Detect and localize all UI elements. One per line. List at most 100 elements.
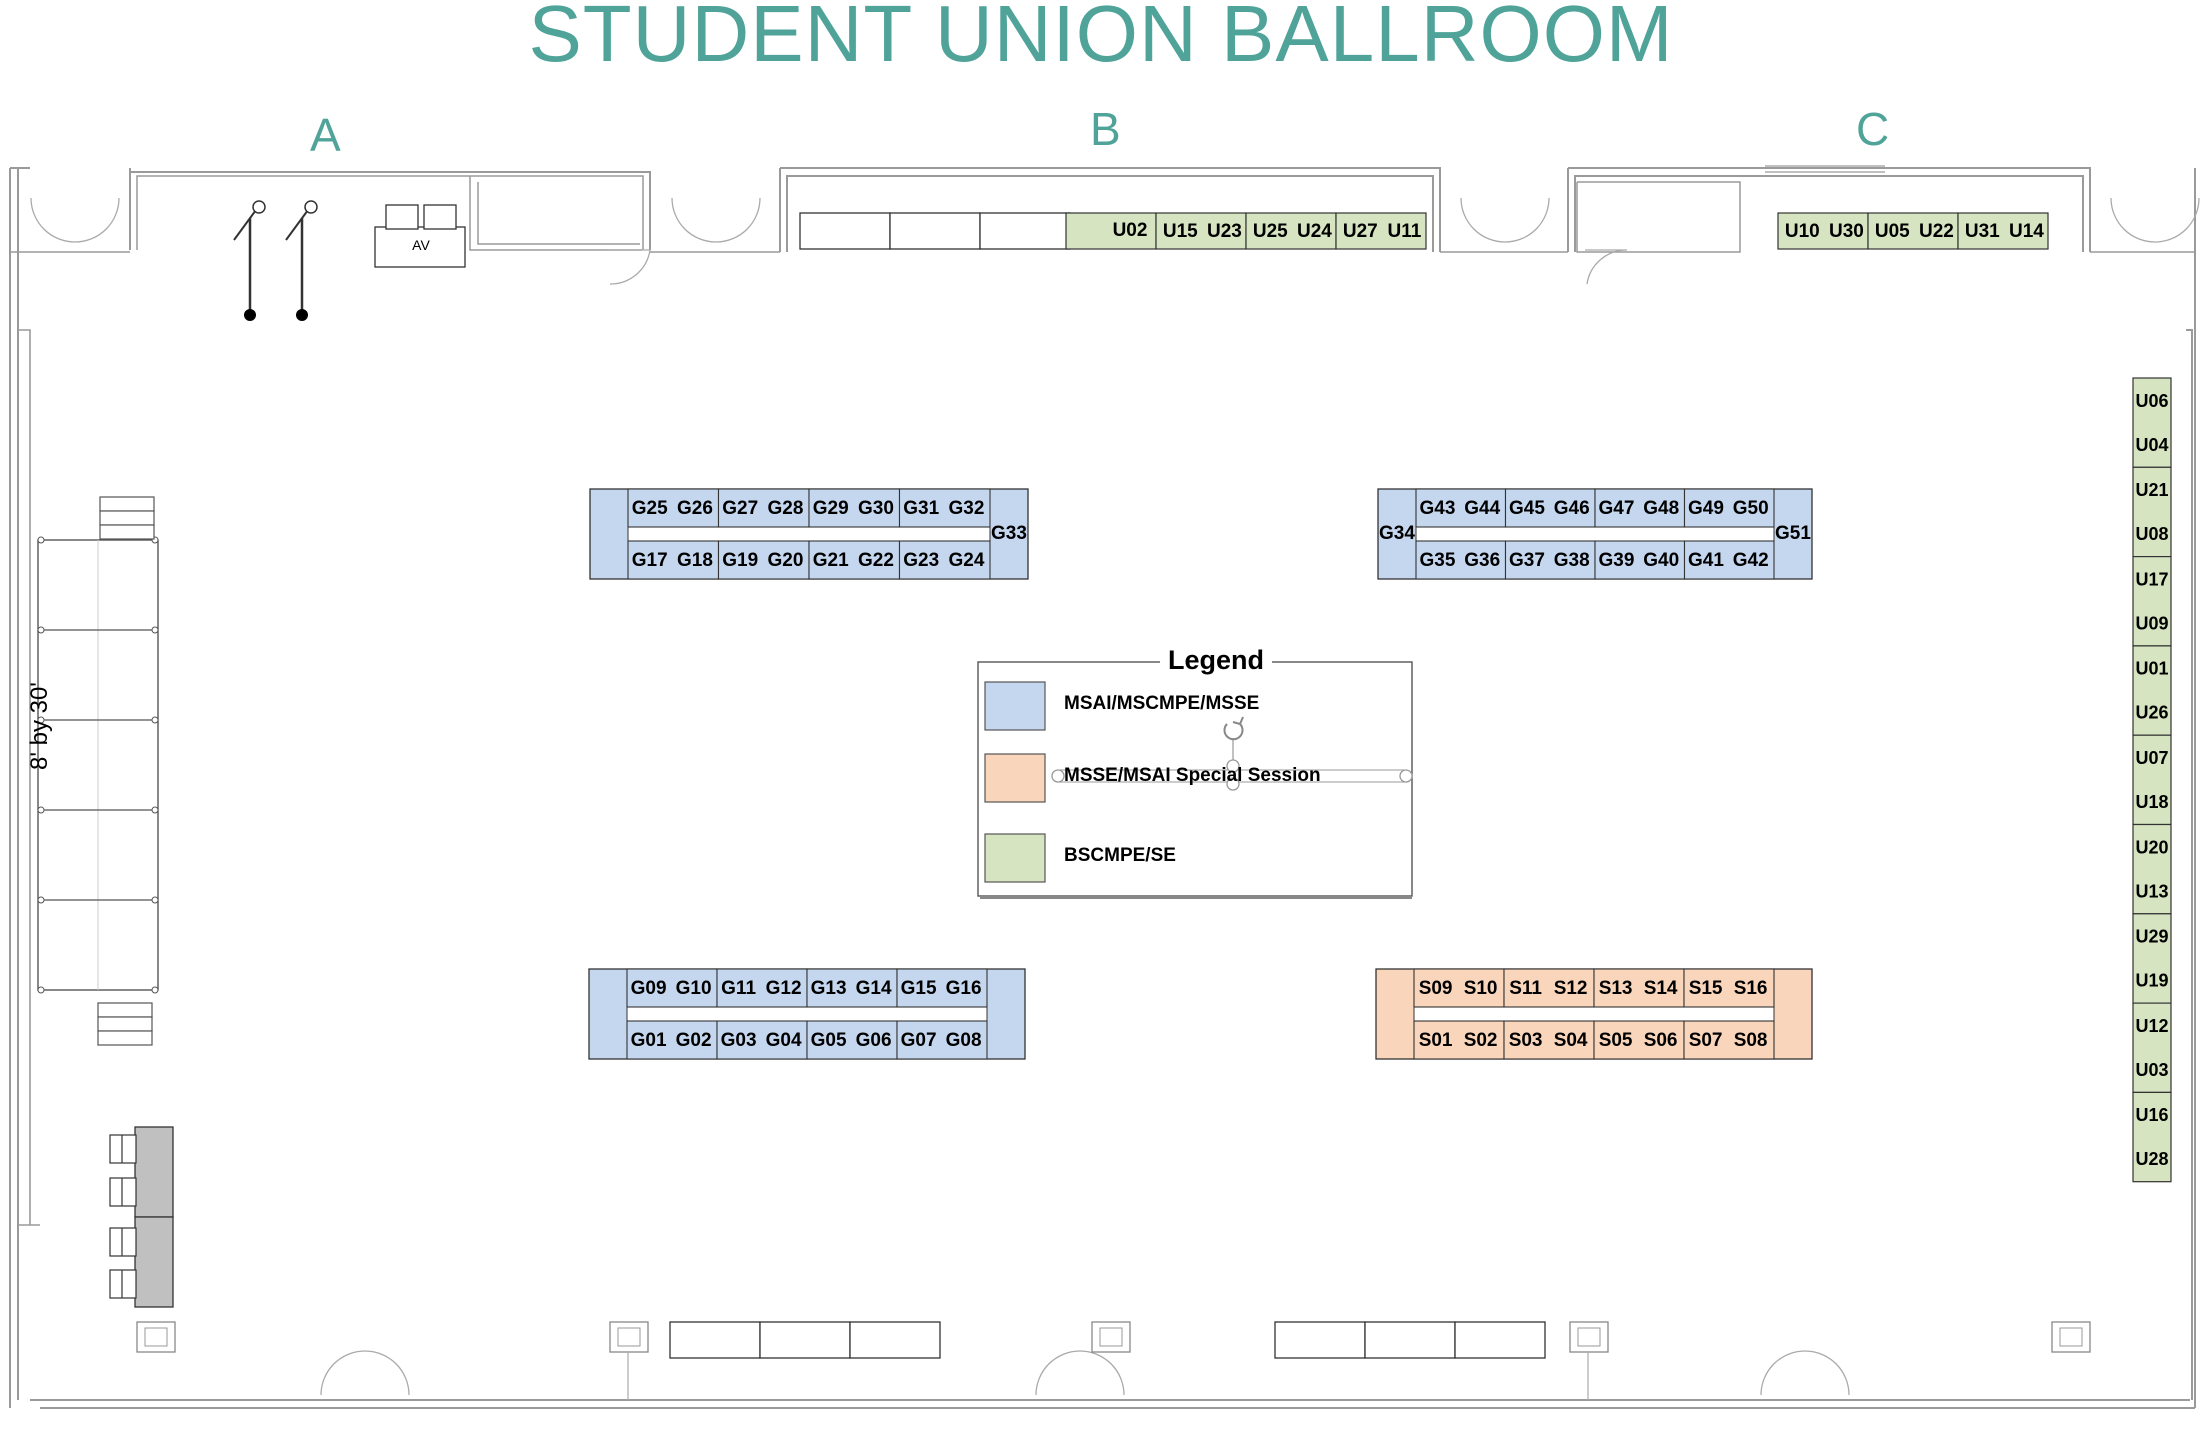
- booth-block-3-top-cell: [626, 968, 718, 1008]
- booth-block-4-s04: S04: [1554, 1030, 1588, 1051]
- booth-block-3-g05: G05: [811, 1030, 847, 1051]
- bottom-table-2: [1274, 1321, 1366, 1359]
- booth-block-2-g42: G42: [1733, 550, 1769, 571]
- legend-label-msai: MSAI/MSCMPE/MSSE: [1064, 693, 1260, 714]
- booth-block-2-g40: G40: [1643, 550, 1679, 571]
- booth-block-2-top-cell: [1683, 488, 1775, 528]
- top-b-empty-table: [889, 212, 981, 250]
- booth-block-2-top-cell: [1594, 488, 1686, 528]
- stage-bolt-l-4: [37, 806, 45, 814]
- pillar-inner-1: [144, 1327, 168, 1347]
- booth-block-2-g45: G45: [1509, 498, 1545, 519]
- booth-block-1-g28: G28: [768, 498, 804, 519]
- booth-block-4-bottom-cell: [1683, 1020, 1775, 1060]
- booth-right-u29: U29: [2135, 927, 2168, 947]
- pillar-inner-5: [2059, 1327, 2083, 1347]
- booth-block-2-g48: G48: [1643, 498, 1679, 519]
- booth-block-2-g37: G37: [1509, 550, 1545, 571]
- legend-box: [977, 661, 1413, 897]
- booth-block-4-s06: S06: [1644, 1030, 1678, 1051]
- booth-right-u01: U01: [2135, 659, 2168, 679]
- booth-block-3-g04: G04: [766, 1030, 802, 1051]
- microphone-base-2: [296, 309, 308, 321]
- booth-block-1-bottom-cell: [808, 540, 901, 580]
- door-bottom-1: [320, 1350, 410, 1396]
- booth-block-1-center-strip: [627, 526, 991, 542]
- booth-block-3-bottom-cell: [716, 1020, 808, 1060]
- booth-block-3-g16: G16: [946, 978, 982, 999]
- booth-block-3-g15: G15: [901, 978, 937, 999]
- closet-door-c: [1585, 249, 1628, 285]
- booth-block-4-s01: S01: [1419, 1030, 1453, 1051]
- closet-a: [469, 176, 642, 251]
- outer-wall-bottom: [30, 1399, 2195, 1409]
- booth-block-3-g01: G01: [631, 1030, 667, 1051]
- booth-block-3-g13: G13: [811, 978, 847, 999]
- pillar-2: [609, 1321, 649, 1353]
- booth-right-u08: U08: [2135, 524, 2168, 544]
- legend-swatch-bscmpe: [984, 833, 1046, 883]
- door-top-ab: [671, 197, 761, 243]
- legend-label-special-session: MSSE/MSAI Special Session: [1064, 765, 1321, 786]
- booth-c-cell: [1957, 212, 2049, 250]
- booth-block-3-top-cell: [896, 968, 988, 1008]
- bottom-table-2: [1454, 1321, 1546, 1359]
- booth-right-cell: [2132, 645, 2172, 736]
- closet-c: [1576, 181, 1741, 253]
- booth-block-4-top-cell: [1413, 968, 1505, 1008]
- stage-steps-bottom: [97, 1002, 153, 1018]
- door-bottom-3: [1760, 1350, 1850, 1396]
- booth-b-cell: [1335, 212, 1427, 250]
- section-label-a: A: [310, 109, 341, 161]
- booth-right-cell: [2132, 913, 2172, 1004]
- pillar-5: [2051, 1321, 2091, 1353]
- booth-block-1-g29: G29: [813, 498, 849, 519]
- booth-block-2-g44: G44: [1464, 498, 1500, 519]
- pillar-inner-3: [1099, 1327, 1123, 1347]
- booth-block-3-bottom-cell: [806, 1020, 898, 1060]
- stage-steps-top: [99, 496, 155, 512]
- booth-block-4-s03: S03: [1509, 1030, 1543, 1051]
- selection-handle-bottom-icon: [1226, 777, 1240, 791]
- booth-right-cell: [2132, 823, 2172, 915]
- booth-right-u26: U26: [2135, 703, 2168, 723]
- stage-dimension-label: 8' by 30': [26, 682, 53, 770]
- microphone-base-1: [244, 309, 256, 321]
- microphone-icon-2: [285, 209, 309, 241]
- booth-block-2-g49: G49: [1688, 498, 1724, 519]
- booth-b-u23: U23: [1207, 221, 1242, 242]
- booth-block-2-g36: G36: [1464, 550, 1500, 571]
- alcove-b-wall: [779, 167, 1441, 252]
- pillar-1: [136, 1321, 176, 1353]
- booth-right-u19: U19: [2135, 971, 2168, 991]
- stage-steps-top: [99, 524, 155, 540]
- booth-block-4-s07: S07: [1689, 1030, 1723, 1051]
- alcove-c-wall: [1567, 167, 2091, 252]
- booth-right-u18: U18: [2135, 792, 2168, 812]
- inner-wall-left: [18, 329, 40, 1226]
- booth-block-1-g18: G18: [677, 550, 713, 571]
- booth-block-3-g14: G14: [856, 978, 892, 999]
- stage-bolt-l-6: [37, 986, 45, 994]
- booth-block-4-top-cell: [1593, 968, 1685, 1008]
- booth-block-4-top-cell: [1683, 968, 1775, 1008]
- booth-right-u03: U03: [2135, 1060, 2168, 1080]
- stage-bolt-r-6: [151, 986, 159, 994]
- booth-block-1-g23: G23: [903, 550, 939, 571]
- legend-title: Legend: [1160, 643, 1273, 677]
- door-bottom-2: [1035, 1350, 1125, 1396]
- booth-block-2-g41: G41: [1688, 550, 1724, 571]
- booth-right-u28: U28: [2135, 1149, 2168, 1169]
- av-monitor-2: [423, 204, 457, 230]
- booth-block-4-s16: S16: [1734, 978, 1768, 999]
- bottom-table-2: [1364, 1321, 1456, 1359]
- pillar-inner-4: [1577, 1327, 1601, 1347]
- booth-block-2-g47: G47: [1599, 498, 1635, 519]
- av-monitor-1: [385, 204, 419, 230]
- alcove-a-wall-inner: [136, 175, 644, 250]
- booth-block-4-s12: S12: [1554, 978, 1588, 999]
- booth-block-3-g09: G09: [631, 978, 667, 999]
- pillar-4: [1569, 1321, 1609, 1353]
